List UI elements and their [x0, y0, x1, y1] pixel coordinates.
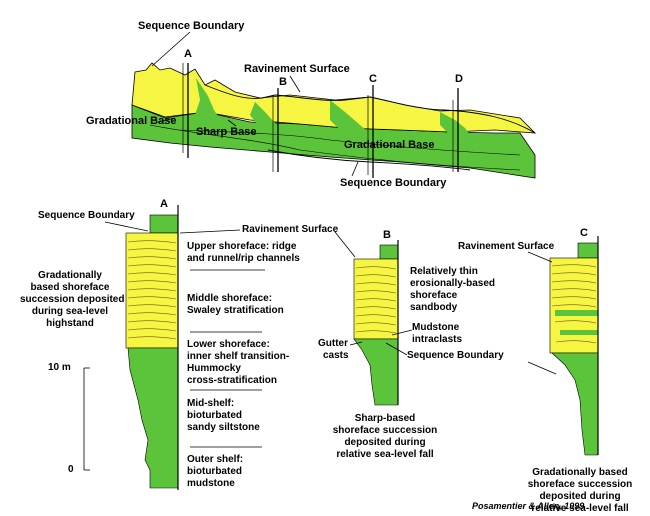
caption-line: Gradationally	[38, 270, 102, 281]
facies-line: inner shelf transition-	[187, 351, 290, 362]
log-c-laminations	[551, 264, 597, 344]
log-b-green-lower	[353, 338, 399, 406]
leader-line	[334, 231, 356, 258]
leader-line	[391, 329, 413, 336]
well-label-c: C	[369, 73, 377, 85]
cross-section-gradational-base-left: Gradational Base	[86, 115, 177, 127]
facies-line: bioturbated	[187, 410, 242, 421]
log-a-green-top	[149, 214, 179, 234]
gutter-casts-line: Gutter	[318, 338, 348, 349]
caption-line: based shoreface	[30, 282, 110, 293]
intraclasts-line: Mudstone	[412, 322, 460, 333]
leader-line	[104, 221, 149, 232]
gutter-casts-line: casts	[323, 350, 349, 361]
log-a-green-lower	[127, 347, 179, 489]
facies-line: cross-stratification	[187, 375, 278, 386]
caption-line: deposited during	[344, 437, 426, 448]
log-a-laminations	[127, 240, 177, 340]
log-c-green-band	[555, 310, 598, 316]
sandbody-line: Relatively thin	[410, 266, 478, 277]
internal-surface	[149, 124, 521, 171]
log-a-well-label: A	[160, 198, 168, 210]
scale-label-top: 10 m	[48, 362, 71, 373]
facies-line: bioturbated	[187, 466, 242, 477]
log-c-green-band	[560, 330, 598, 335]
green-tongue	[250, 102, 285, 132]
log-a	[83, 205, 265, 490]
log-c	[527, 236, 599, 456]
log-a-sequence-boundary: Sequence Boundary	[38, 210, 135, 221]
log-c-well-label: C	[580, 227, 588, 239]
well-label-a: A	[184, 48, 192, 60]
facies-line: and runnel/rip channels	[187, 253, 300, 264]
log-b	[334, 231, 413, 406]
sequence-boundary-line	[267, 149, 471, 171]
leader-line	[351, 161, 359, 177]
scale-label-bottom: 0	[68, 464, 74, 475]
caption-line: during sea-level	[31, 306, 109, 317]
well-label-d: D	[455, 73, 463, 85]
log-b-green-top	[379, 244, 399, 260]
internal-surface	[179, 129, 521, 156]
log-c-green-lower	[551, 352, 599, 456]
facies-line: Middle shoreface:	[187, 293, 273, 304]
caption-line: Gradationally based	[532, 467, 628, 478]
cross-section-ravinement-surface: Ravinement Surface	[244, 63, 350, 75]
intraclasts-line: intraclasts	[412, 334, 463, 345]
facies-line: sandy siltstone	[187, 422, 260, 433]
cross-section	[131, 31, 537, 179]
green-tongue	[195, 78, 235, 132]
caption-line: relative sea-level fall	[336, 449, 434, 460]
leader-line	[179, 229, 241, 234]
facies-line: Swaley stratification	[187, 305, 284, 316]
facies-line: Outer shelf:	[187, 454, 244, 465]
leader-line	[227, 119, 237, 127]
green-tongue	[330, 100, 372, 135]
caption-line: deposited during	[539, 491, 621, 502]
caption-line: highstand	[46, 318, 94, 329]
cross-section-sharp-base: Sharp Base	[196, 126, 257, 138]
facies-line: Upper shoreface: ridge	[187, 241, 297, 252]
well-label-b: B	[279, 76, 287, 88]
caption-line: succession deposited	[20, 294, 125, 305]
facies-line: mudstone	[187, 478, 235, 489]
caption-line: shoreface succession	[332, 425, 438, 436]
log-b-sequence-boundary: Sequence Boundary	[407, 350, 504, 361]
citation: Posamentier & Allen, 1999	[472, 501, 585, 511]
facies-line: Mid-shelf:	[187, 398, 235, 409]
leader-line	[349, 341, 363, 346]
caption-line: Sharp-based	[354, 413, 416, 424]
sandbody-line: sandbody	[410, 302, 458, 313]
leader-line	[385, 342, 408, 356]
facies-line: Hummocky	[187, 363, 241, 374]
leader-line	[289, 75, 301, 93]
caption-line: shoreface succession	[527, 479, 633, 490]
leader-line	[527, 251, 553, 263]
log-a-ravinement-surface: Ravinement Surface	[242, 224, 339, 235]
green-tongue	[440, 112, 470, 135]
log-b-laminations	[355, 266, 397, 334]
leader-line	[157, 117, 176, 123]
facies-line: Lower shoreface:	[187, 339, 270, 350]
leader-line	[527, 361, 557, 375]
log-c-ravinement-surface: Ravinement Surface	[458, 241, 555, 252]
log-b-well-label: B	[383, 229, 391, 241]
cross-section-gradational-base-right: Gradational Base	[344, 139, 435, 151]
sandbody-line: erosionally-based	[410, 278, 496, 289]
cross-section-sequence-boundary-top: Sequence Boundary	[138, 20, 245, 32]
leader-line	[151, 31, 191, 67]
caption-line: relative sea-level fall	[531, 503, 629, 514]
ravinement-surface-line	[204, 84, 536, 134]
log-c-green-top	[577, 242, 599, 259]
sandbody-line: shoreface	[410, 290, 458, 301]
cross-section-sequence-boundary-bottom: Sequence Boundary	[340, 177, 447, 189]
